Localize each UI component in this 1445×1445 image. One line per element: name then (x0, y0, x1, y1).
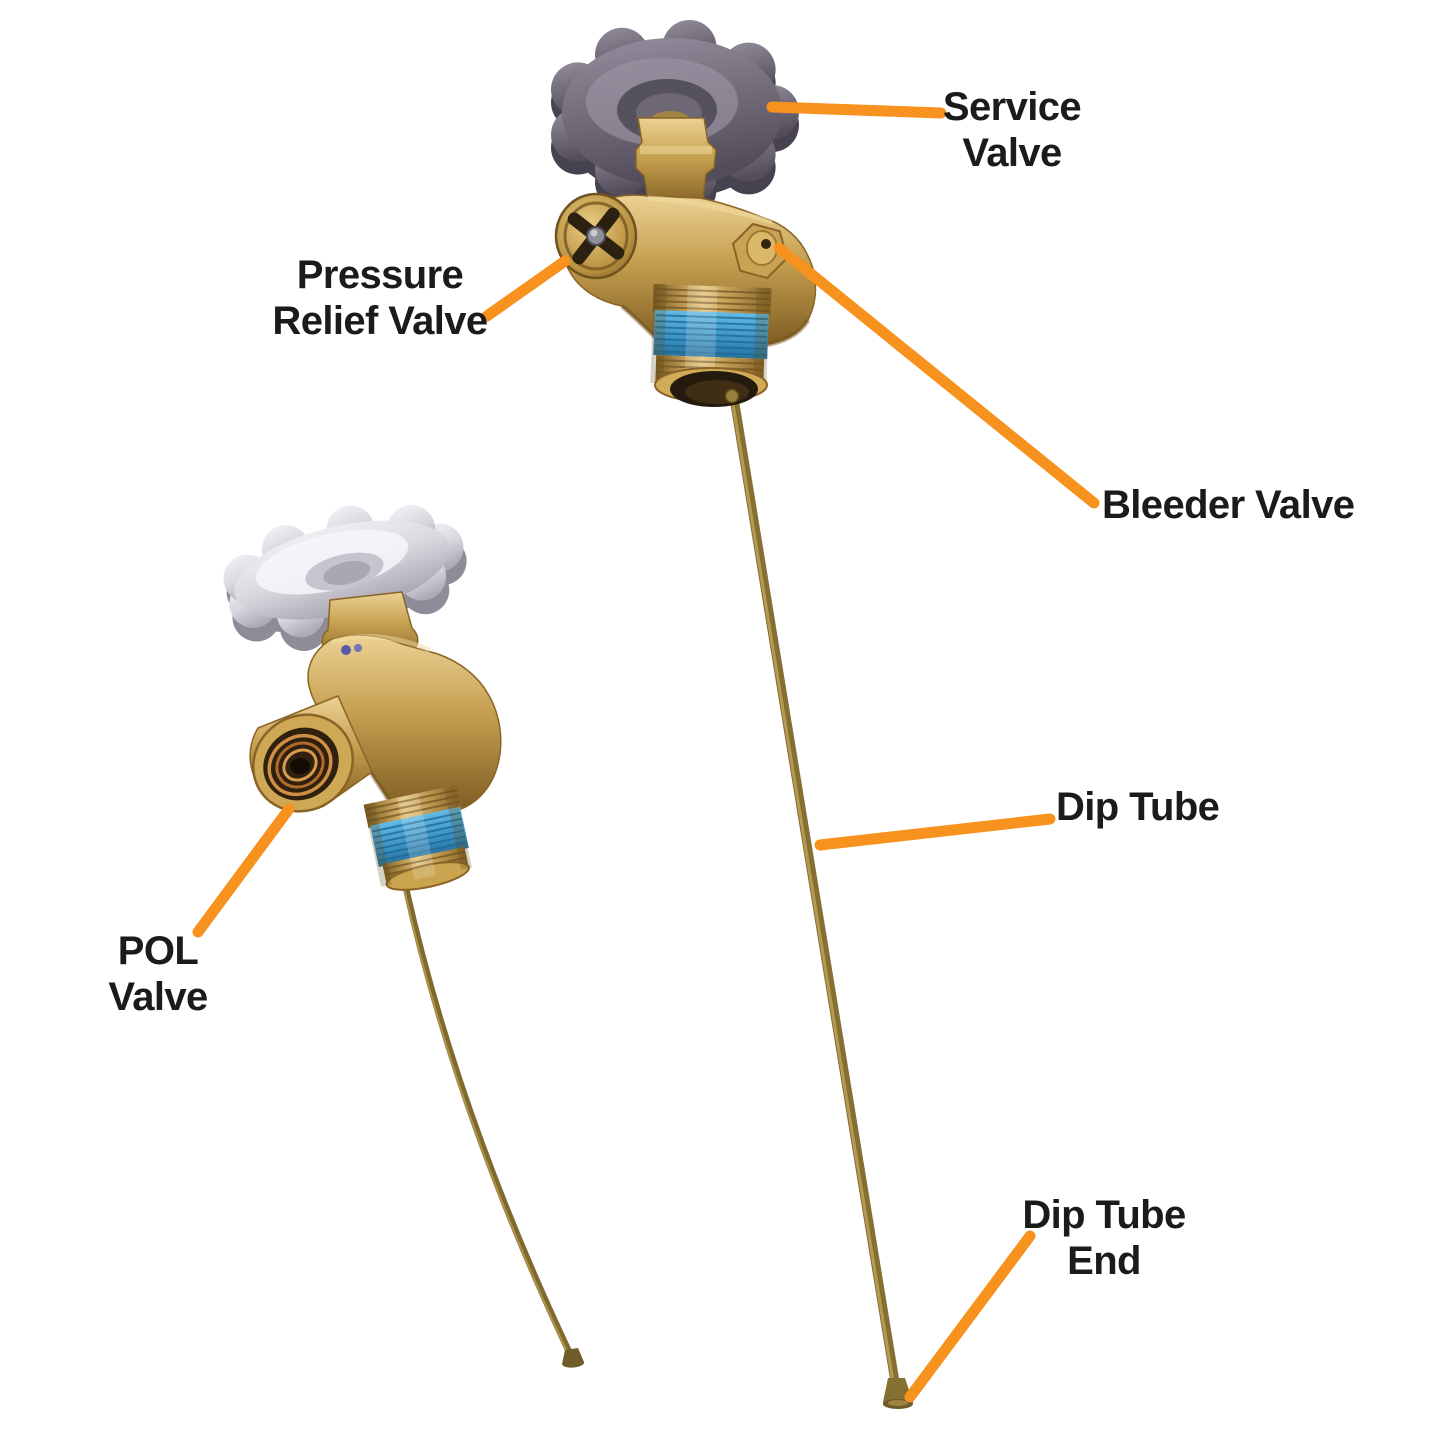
label-dip-tube: Dip Tube (1056, 785, 1220, 829)
leader-lines (192, 101, 1100, 1403)
label-bleeder-valve: Bleeder Valve (1102, 483, 1355, 527)
label-dip-tube-end: Dip Tube End (1022, 1193, 1186, 1283)
label-service-valve: Service Valve (942, 85, 1082, 175)
leader-service-valve (766, 101, 947, 119)
paint-dot (341, 645, 351, 655)
paint-dot (354, 644, 362, 652)
pressure-relief-valve (554, 192, 638, 280)
label-pressure-relief-valve: Pressure Relief Valve (272, 253, 488, 343)
label-pol-valve: POL Valve (108, 929, 208, 1019)
dip-tube-left (398, 866, 585, 1368)
dip-tube-end-flare (882, 1378, 913, 1409)
leader-bleeder-valve (773, 242, 1100, 509)
leader-pol-valve (192, 803, 295, 938)
leader-dip-tube-end (904, 1230, 1036, 1403)
service-valve-opening (670, 371, 758, 407)
leader-pressure-relief-valve (481, 255, 571, 322)
service-valve-assembly (551, 20, 913, 1409)
pol-valve-assembly (223, 504, 585, 1368)
pol-port (249, 695, 373, 813)
dip-tube-right (729, 393, 913, 1409)
bleeder-valve (731, 222, 789, 280)
pol-valve-threads (363, 784, 472, 891)
pol-valve-body (307, 634, 502, 813)
leader-dip-tube (814, 813, 1056, 851)
